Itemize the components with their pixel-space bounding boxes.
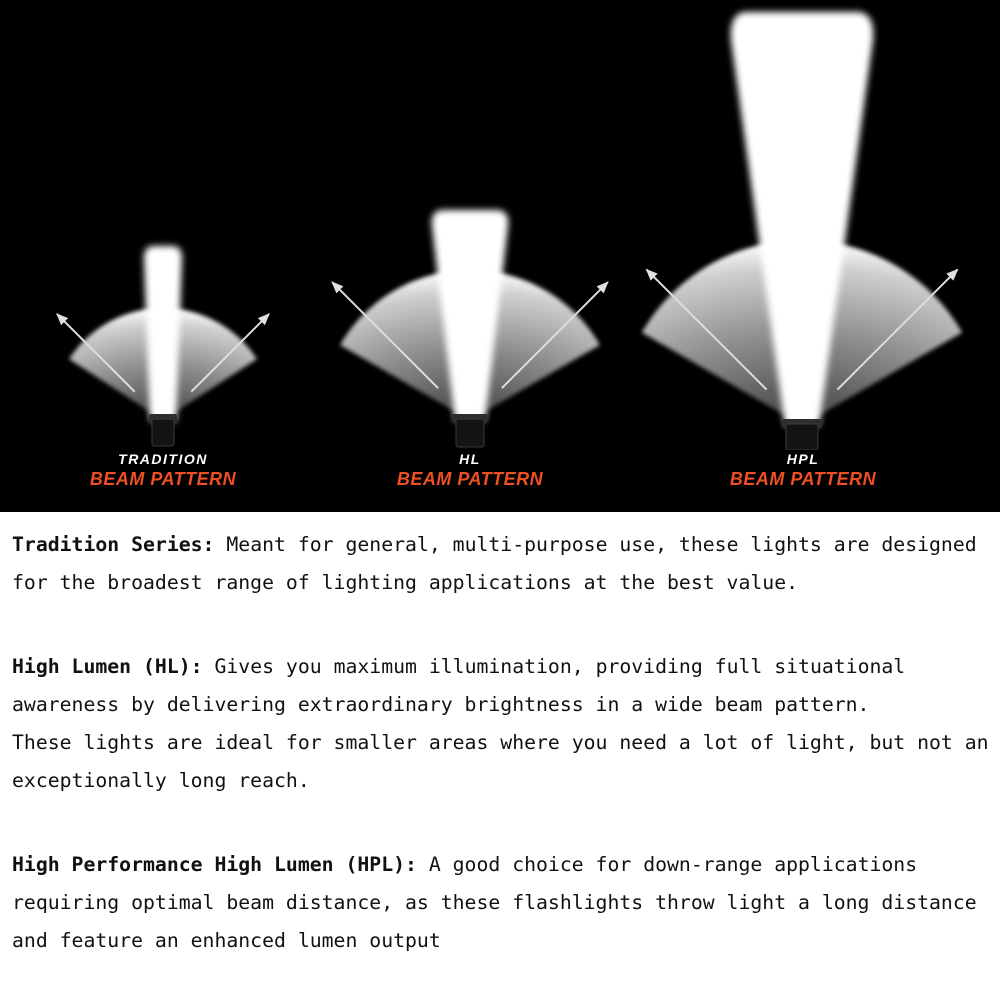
tradition-beam-diagram (56, 246, 270, 447)
tradition-series-heading: Tradition Series: (12, 533, 215, 556)
beam-diagrams-panel: TRADITION BEAM PATTERN HL BEAM PATTERN H… (0, 0, 1000, 512)
hl-flashlight-body (455, 418, 485, 448)
hl-label-name: HL (459, 451, 481, 467)
hl-beam-cone (431, 210, 509, 421)
hpl-label: HPL BEAM PATTERN (703, 451, 903, 490)
hl-label-beam-pattern: BEAM PATTERN (396, 469, 544, 490)
tradition-spread-arrow-left-icon (56, 313, 136, 393)
tradition-label-beam-pattern: BEAM PATTERN (89, 469, 237, 490)
beam-diagrams-graphic (56, 12, 963, 450)
paragraph-high-lumen: High Lumen (HL): Gives you maximum illum… (12, 648, 1000, 800)
hpl-flashlight-body (785, 423, 819, 450)
hl-spread-arrow-right-icon (501, 281, 609, 389)
hpl-heading: High Performance High Lumen (HPL): (12, 853, 417, 876)
hpl-spread-arrow-left-icon (645, 268, 768, 391)
tradition-spread-arrow-right-icon (190, 313, 270, 393)
hpl-spread-arrow-right-icon (836, 268, 959, 391)
hl-spread-arrow-left-icon (331, 281, 439, 389)
hpl-beam-cone (730, 12, 874, 426)
high-lumen-description: Gives you maximum illumination, providin… (12, 655, 989, 792)
tradition-series-description: Meant for general, multi-purpose use, th… (12, 533, 977, 594)
tradition-beam-cone (144, 246, 182, 421)
paragraph-high-performance-high-lumen: High Performance High Lumen (HPL): A goo… (12, 846, 1000, 960)
hl-label: HL BEAM PATTERN (370, 451, 570, 490)
hpl-label-name: HPL (786, 451, 820, 467)
tradition-label-name: TRADITION (118, 451, 208, 467)
high-lumen-heading: High Lumen (HL): (12, 655, 203, 678)
tradition-label: TRADITION BEAM PATTERN (63, 451, 263, 490)
hpl-label-beam-pattern: BEAM PATTERN (729, 469, 877, 490)
hl-beam-diagram (331, 210, 609, 448)
paragraph-tradition-series: Tradition Series: Meant for general, mul… (12, 526, 1000, 602)
series-descriptions: Tradition Series: Meant for general, mul… (0, 512, 1000, 1000)
tradition-flashlight-body (151, 418, 175, 447)
hpl-beam-diagram (641, 12, 963, 450)
hpl-description: A good choice for down-range application… (12, 853, 977, 952)
